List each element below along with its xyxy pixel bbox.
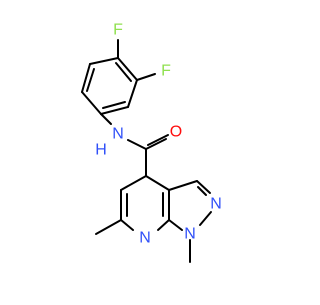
- bond: [136, 73, 156, 81]
- bond: [147, 134, 169, 146]
- pyridine-nitrogen-label: N: [139, 230, 151, 247]
- bond: [168, 180, 198, 191]
- bond: [168, 219, 183, 231]
- bond: [120, 219, 134, 231]
- atom-label-layer: F F N H O N N N: [95, 22, 222, 247]
- bond: [117, 57, 138, 81]
- bond: [199, 211, 212, 226]
- amide-hydrogen-label: H: [95, 142, 107, 159]
- bond: [81, 63, 91, 93]
- molecule-diagram: F F N H O N N N: [81, 22, 222, 263]
- amide-nitrogen-label: N: [112, 126, 124, 143]
- carbonyl-oxygen-label: O: [170, 124, 182, 141]
- bond: [127, 139, 147, 150]
- bond: [100, 106, 129, 115]
- bond: [196, 180, 211, 194]
- bond: [127, 79, 138, 108]
- bond: [120, 175, 147, 191]
- bond: [102, 101, 126, 109]
- bond: [89, 57, 119, 65]
- n-methyl-nitrogen-label: N: [184, 226, 196, 243]
- bond: [100, 113, 112, 125]
- pyrazole-nitrogen-label: N: [210, 196, 222, 213]
- bond: [157, 219, 170, 231]
- bond-layer: [81, 39, 212, 263]
- fluorine-atom-label: F: [161, 63, 171, 80]
- structure-canvas: F F N H O N N N: [81, 22, 222, 263]
- bond: [145, 175, 170, 191]
- bond: [95, 219, 122, 235]
- bond: [81, 91, 102, 115]
- bond: [197, 186, 207, 196]
- bond: [115, 62, 132, 82]
- bond: [145, 138, 167, 150]
- bond: [86, 68, 95, 92]
- fluorine-atom-label: F: [113, 22, 123, 39]
